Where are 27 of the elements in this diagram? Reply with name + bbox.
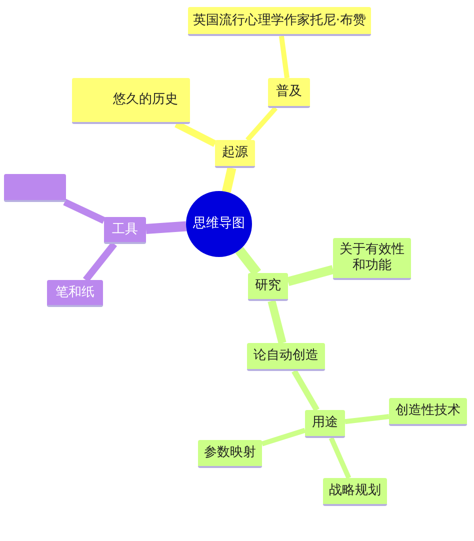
center-circle: 思维导图 (186, 191, 252, 257)
topic-box: 论自动创造 (247, 343, 325, 371)
branch-line (222, 167, 236, 193)
branch-line (82, 242, 118, 282)
topic-box: 普及 (268, 78, 310, 108)
topic-box: 工具 (104, 217, 146, 244)
topic-box: 战略规划 (323, 478, 387, 506)
topic-box: 英国流行心理学作家托尼·布赞 (188, 7, 371, 36)
branch-line (344, 414, 390, 424)
branch-line (268, 300, 286, 344)
branch-line (146, 221, 186, 234)
branch-line (246, 106, 278, 142)
topic-box: 用途 (305, 410, 345, 438)
topic-box: 研究 (248, 273, 288, 301)
topic-box (4, 174, 66, 202)
branch-line (292, 370, 320, 412)
topic-box: 关于有效性和功能 (333, 238, 411, 280)
branch-line (278, 36, 290, 78)
topic-box: 起源 (215, 140, 255, 168)
branch-line (286, 265, 334, 286)
topic-box: 笔和纸 (47, 280, 103, 307)
topic-box: 创造性技术 (389, 398, 467, 426)
topic-box: 悠久的历史 (72, 78, 190, 124)
branch-line (63, 198, 106, 224)
topic-box: 参数映射 (198, 440, 262, 468)
branch-line (261, 428, 306, 446)
branch-line (328, 436, 352, 480)
